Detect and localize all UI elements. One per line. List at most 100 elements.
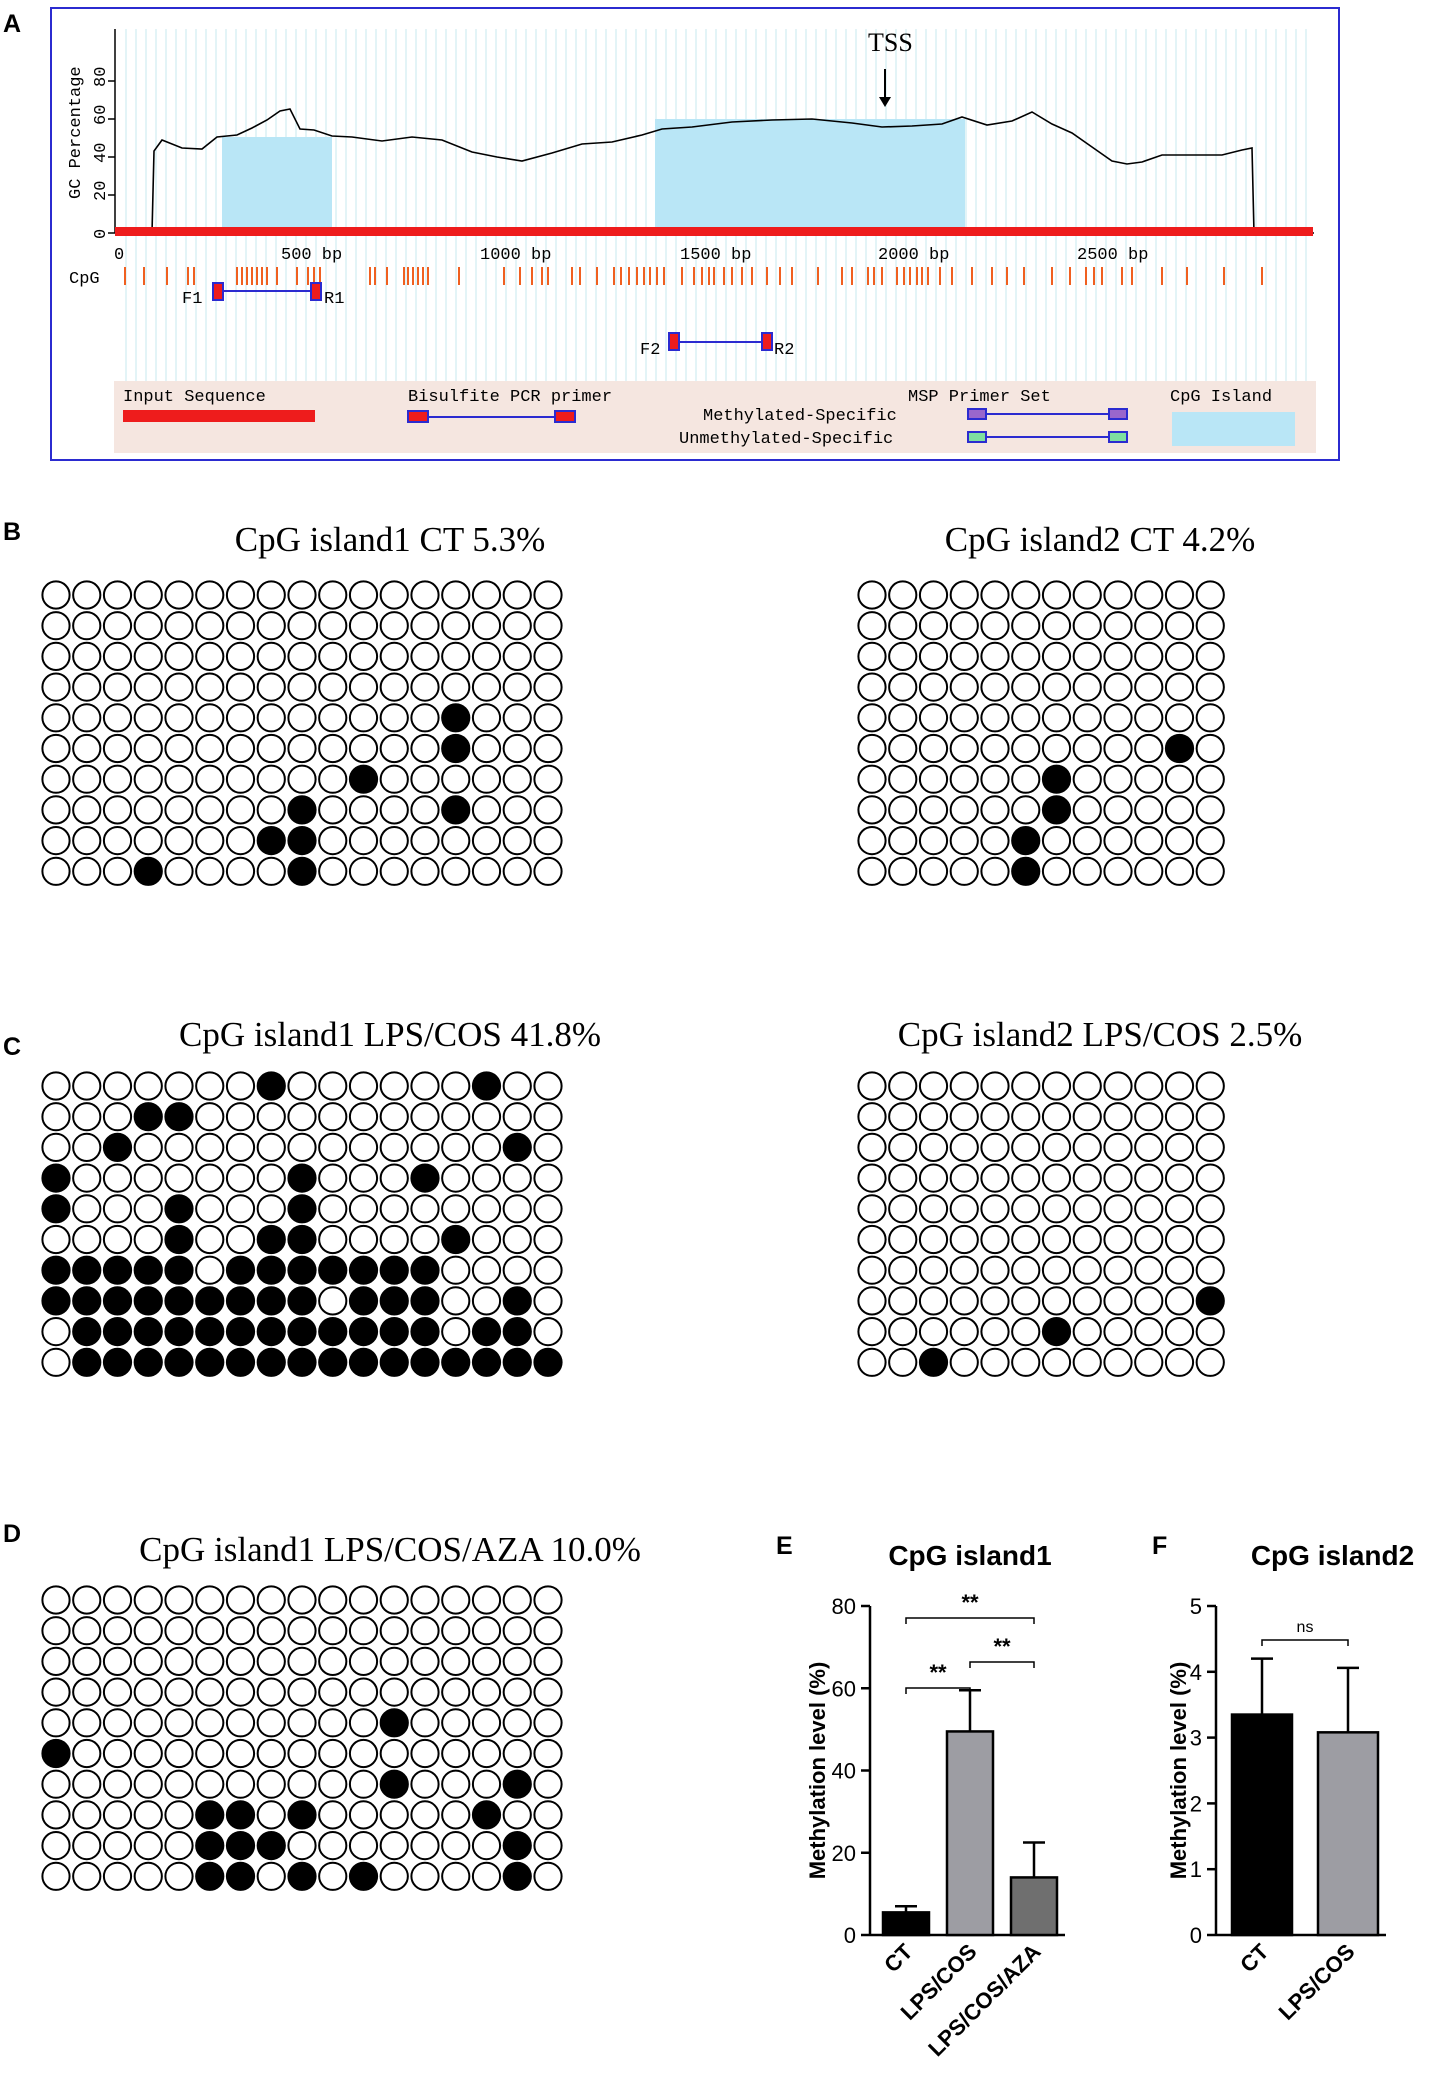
unmethylated-cpg: [348, 1708, 379, 1738]
methylated-cpg: [256, 1255, 286, 1285]
unmethylated-cpg: [348, 580, 379, 610]
unmethylated-cpg: [533, 795, 563, 825]
unmethylated-cpg: [441, 1646, 471, 1677]
unmethylated-cpg: [72, 641, 102, 672]
unmethylated-cpg: [1164, 1194, 1195, 1224]
methylated-cpg: [410, 1317, 440, 1347]
unmethylated-cpg: [1072, 1317, 1102, 1347]
methylated-cpg: [102, 1347, 133, 1377]
lollipop-title-c2: CpG island2 LPS/COS 2.5%: [897, 1015, 1303, 1054]
unmethylated-cpg: [1134, 1224, 1164, 1255]
methylated-cpg: [256, 1317, 286, 1347]
unmethylated-cpg: [888, 1224, 918, 1255]
unmethylated-cpg: [1041, 1102, 1072, 1132]
unmethylated-cpg: [72, 1071, 102, 1101]
unmethylated-cpg: [287, 1585, 317, 1615]
unmethylated-cpg: [164, 703, 194, 733]
unmethylated-cpg: [918, 1317, 949, 1347]
unmethylated-cpg: [410, 611, 440, 641]
unmethylated-cpg: [533, 672, 563, 702]
legend-methylated-right-box: [1108, 408, 1128, 420]
unmethylated-cpg: [1072, 764, 1102, 794]
unmethylated-cpg: [441, 1071, 471, 1101]
methylated-cpg: [287, 826, 317, 856]
unmethylated-cpg: [471, 826, 502, 856]
methylated-cpg: [1011, 826, 1041, 856]
unmethylated-cpg: [1134, 1194, 1164, 1224]
unmethylated-cpg: [41, 1646, 71, 1677]
unmethylated-cpg: [471, 764, 502, 794]
unmethylated-cpg: [441, 1616, 471, 1646]
unmethylated-cpg: [1164, 1132, 1195, 1163]
unmethylated-cpg: [980, 703, 1010, 733]
unmethylated-cpg: [1134, 856, 1164, 886]
y-tick-label: 0: [844, 1923, 856, 1948]
lollipop-grid-b1: [40, 579, 740, 984]
unmethylated-cpg: [379, 580, 409, 610]
methylated-cpg: [441, 1224, 471, 1255]
unmethylated-cpg: [318, 1132, 348, 1163]
unmethylated-cpg: [164, 580, 194, 610]
methylated-cpg: [1041, 1317, 1072, 1347]
unmethylated-cpg: [1164, 1317, 1195, 1347]
unmethylated-cpg: [164, 1708, 194, 1738]
y-tick-label: 80: [832, 1594, 856, 1619]
bar-chart-f-title: CpG island2: [1250, 1540, 1415, 1571]
unmethylated-cpg: [949, 1286, 979, 1316]
unmethylated-cpg: [164, 1646, 194, 1677]
unmethylated-cpg: [1103, 703, 1133, 733]
unmethylated-cpg: [1072, 795, 1102, 825]
unmethylated-cpg: [164, 672, 194, 702]
unmethylated-cpg: [379, 1646, 409, 1677]
category-label: CT: [1235, 1938, 1274, 1977]
unmethylated-cpg: [1195, 1132, 1225, 1163]
unmethylated-cpg: [195, 1132, 225, 1163]
unmethylated-cpg: [949, 1255, 979, 1285]
legend-cpg-island-label: CpG Island: [1170, 388, 1272, 407]
legend-bisulfite-right-box: [554, 410, 576, 423]
cpg-island-1-shade: [222, 137, 332, 233]
unmethylated-cpg: [980, 1194, 1010, 1224]
methylated-cpg: [102, 1286, 133, 1316]
primer-r2-label: R2: [774, 341, 794, 360]
unmethylated-cpg: [318, 733, 348, 764]
unmethylated-cpg: [1072, 1347, 1102, 1377]
unmethylated-cpg: [1041, 733, 1072, 764]
unmethylated-cpg: [318, 703, 348, 733]
methylated-cpg: [471, 1317, 502, 1347]
category-label: CT: [879, 1938, 918, 1977]
unmethylated-cpg: [1103, 1317, 1133, 1347]
methylated-cpg: [287, 1317, 317, 1347]
unmethylated-cpg: [102, 1800, 133, 1830]
unmethylated-cpg: [348, 1132, 379, 1163]
unmethylated-cpg: [318, 611, 348, 641]
unmethylated-cpg: [348, 1769, 379, 1799]
unmethylated-cpg: [102, 1224, 133, 1255]
unmethylated-cpg: [287, 1616, 317, 1646]
methylated-cpg: [102, 1317, 133, 1347]
methylated-cpg: [318, 1317, 348, 1347]
methylated-cpg: [41, 1194, 71, 1224]
unmethylated-cpg: [441, 611, 471, 641]
unmethylated-cpg: [410, 672, 440, 702]
unmethylated-cpg: [318, 856, 348, 886]
unmethylated-cpg: [1195, 764, 1225, 794]
unmethylated-cpg: [225, 1677, 256, 1707]
unmethylated-cpg: [287, 1831, 317, 1861]
unmethylated-cpg: [318, 1800, 348, 1830]
unmethylated-cpg: [1011, 580, 1041, 610]
unmethylated-cpg: [225, 1071, 256, 1101]
unmethylated-cpg: [225, 1163, 256, 1193]
unmethylated-cpg: [471, 703, 502, 733]
unmethylated-cpg: [533, 1194, 563, 1224]
methylated-cpg: [195, 1861, 225, 1891]
methylated-cpg: [164, 1102, 194, 1132]
unmethylated-cpg: [441, 580, 471, 610]
unmethylated-cpg: [195, 764, 225, 794]
unmethylated-cpg: [195, 703, 225, 733]
methylated-cpg: [225, 1286, 256, 1316]
unmethylated-cpg: [441, 1132, 471, 1163]
unmethylated-cpg: [471, 1102, 502, 1132]
unmethylated-cpg: [1011, 1224, 1041, 1255]
unmethylated-cpg: [102, 1071, 133, 1101]
